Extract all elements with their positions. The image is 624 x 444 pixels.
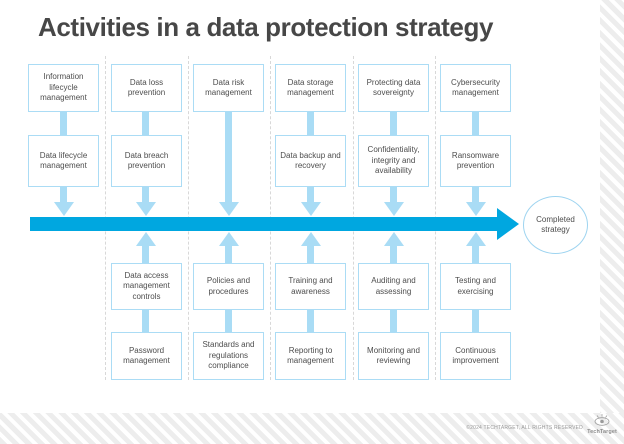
- up-arrow-icon: [466, 232, 486, 246]
- activity-box: Continuous improvement: [440, 332, 511, 380]
- diagram: Information lifecycle management Data lo…: [28, 56, 588, 380]
- down-arrow-icon: [219, 202, 239, 216]
- connector-stem: [142, 187, 149, 202]
- activity-box: Cybersecurity management: [440, 64, 511, 112]
- techtarget-logo: TechTarget: [586, 414, 618, 436]
- activity-box: Data access management controls: [111, 263, 182, 310]
- up-arrow-icon: [384, 232, 404, 246]
- connector-stem: [390, 187, 397, 202]
- goal-label: Completed strategy: [536, 215, 575, 234]
- down-arrow-icon: [136, 202, 156, 216]
- up-arrow-icon: [219, 232, 239, 246]
- activity-box: Information lifecycle management: [28, 64, 99, 112]
- activity-box: Auditing and assessing: [358, 263, 429, 310]
- connector-stem: [225, 246, 232, 263]
- activity-box: Data lifecycle management: [28, 135, 99, 187]
- bottom-stripe-decoration: [0, 413, 624, 444]
- page-title: Activities in a data protection strategy: [38, 12, 494, 42]
- connector-stem: [142, 246, 149, 263]
- activity-box: Protecting data sovereignty: [358, 64, 429, 112]
- brand-name: TechTarget: [587, 429, 617, 435]
- activity-box: Testing and exercising: [440, 263, 511, 310]
- connector-stem: [472, 187, 479, 202]
- up-arrow-icon: [301, 232, 321, 246]
- down-arrow-icon: [54, 202, 74, 216]
- goal-circle: Completed strategy: [523, 196, 588, 254]
- connector-stem: [472, 310, 479, 332]
- main-timeline-arrowhead-icon: [497, 208, 519, 240]
- connector-stem: [307, 246, 314, 263]
- activity-box: Data loss prevention: [111, 64, 182, 112]
- connector-stem: [472, 246, 479, 263]
- connector-stem: [390, 112, 397, 135]
- activity-box: Ransomware prevention: [440, 135, 511, 187]
- connector-stem: [225, 112, 232, 202]
- main-timeline-arrow: [30, 217, 497, 231]
- connector-stem: [142, 310, 149, 332]
- activity-box: Data backup and recovery: [275, 135, 346, 187]
- activity-box: Standards and regulations compliance: [193, 332, 264, 380]
- connector-stem: [472, 112, 479, 135]
- activity-box: Data breach prevention: [111, 135, 182, 187]
- connector-stem: [307, 310, 314, 332]
- eye-icon: [594, 414, 610, 426]
- connector-stem: [307, 187, 314, 202]
- connector-stem: [225, 310, 232, 332]
- activity-box: Training and awareness: [275, 263, 346, 310]
- activity-box: Monitoring and reviewing: [358, 332, 429, 380]
- right-stripe-decoration: [600, 0, 624, 444]
- down-arrow-icon: [466, 202, 486, 216]
- connector-stem: [60, 187, 67, 202]
- down-arrow-icon: [301, 202, 321, 216]
- activity-box: Data storage management: [275, 64, 346, 112]
- connector-stem: [390, 310, 397, 332]
- activity-box: Reporting to management: [275, 332, 346, 380]
- copyright-text: ©2024 TECHTARGET, ALL RIGHTS RESERVED: [466, 425, 583, 431]
- up-arrow-icon: [136, 232, 156, 246]
- activity-box: Confidentiality, integrity and availabil…: [358, 135, 429, 187]
- down-arrow-icon: [384, 202, 404, 216]
- activity-box: Data risk management: [193, 64, 264, 112]
- activity-box: Password management: [111, 332, 182, 380]
- connector-stem: [142, 112, 149, 135]
- connector-stem: [307, 112, 314, 135]
- activity-box: Policies and procedures: [193, 263, 264, 310]
- connector-stem: [390, 246, 397, 263]
- connector-stem: [60, 112, 67, 135]
